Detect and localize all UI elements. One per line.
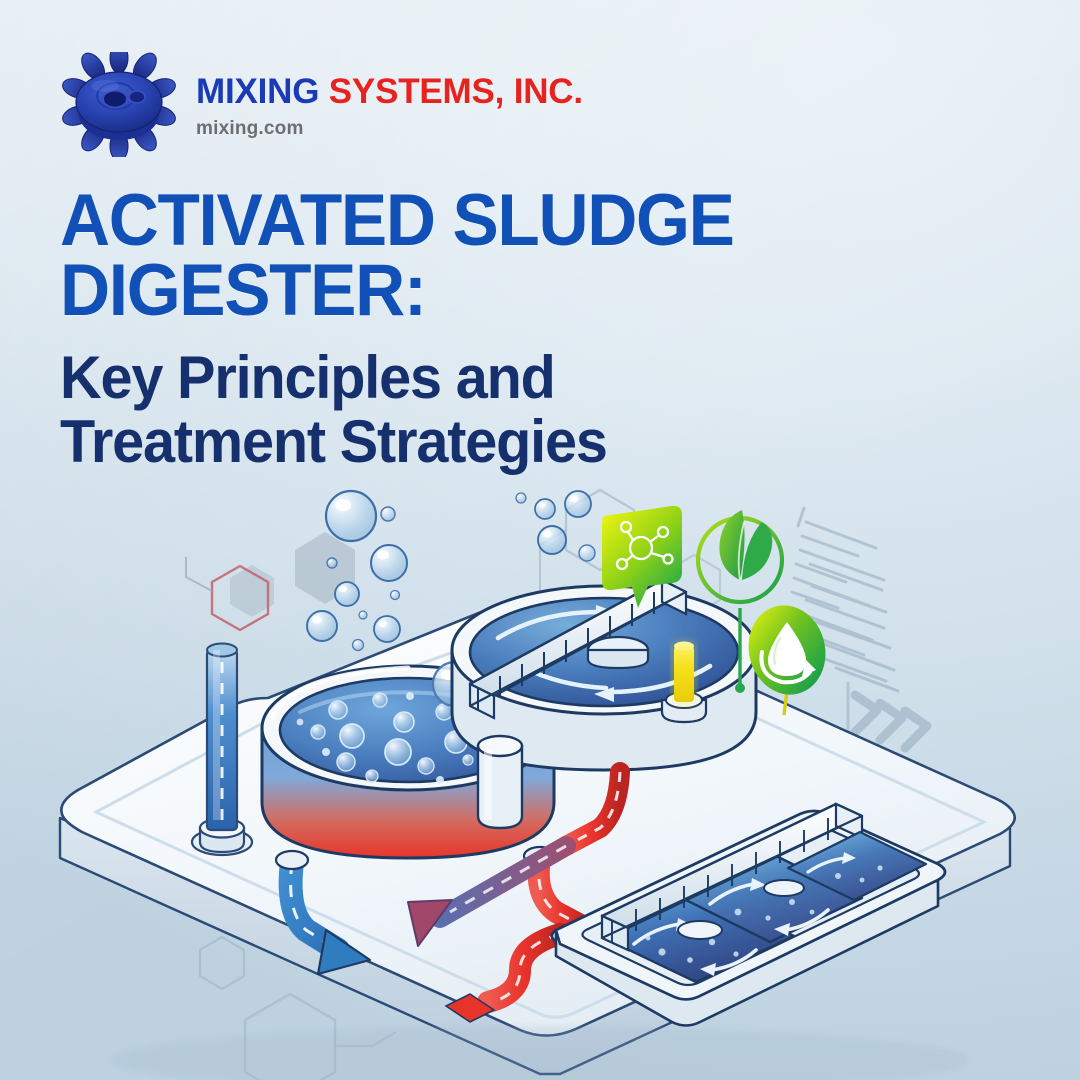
bubble xyxy=(351,638,365,652)
treatment-plant-illustration xyxy=(0,460,1080,1080)
yellow-indicator-post xyxy=(660,641,708,724)
bubble xyxy=(389,589,401,601)
platform-shadow xyxy=(110,1026,970,1080)
page-title-line1: ACTIVATED SLUDGE xyxy=(60,180,735,261)
brand-url: mixing.com xyxy=(196,117,304,139)
hexagon-red-outline-icon xyxy=(210,564,270,632)
bubble xyxy=(537,525,567,555)
floating-bubbles xyxy=(306,489,596,652)
bubble xyxy=(515,492,527,504)
bubble xyxy=(534,498,556,520)
bubble xyxy=(306,610,338,642)
bubble xyxy=(380,506,396,522)
bubble xyxy=(326,557,338,569)
basin1-flow-arrows xyxy=(632,922,758,972)
bubble xyxy=(373,615,401,643)
clarifier-bridge-walkway xyxy=(468,578,688,720)
page-title: ACTIVATED SLUDGE DIGESTER: xyxy=(60,180,944,332)
hexagon-outline-icon-3 xyxy=(198,935,246,991)
headline-block: ACTIVATED SLUDGE DIGESTER: Key Principle… xyxy=(60,180,990,473)
water-recycle-badge-icon xyxy=(748,605,826,716)
brand-name: MIXING SYSTEMS, INC. xyxy=(196,74,583,109)
page-subtitle-line2: Treatment Strategies xyxy=(60,407,608,475)
brand-logo: MIXING SYSTEMS, INC. mixing.com xyxy=(62,52,583,157)
control-cylinder xyxy=(476,734,524,830)
rear-aeration-basin xyxy=(786,830,928,902)
impeller-icon xyxy=(62,52,176,157)
page-title-line2: DIGESTER: xyxy=(60,250,427,332)
page-subtitle: Key Principles and Treatment Strategies xyxy=(60,346,953,473)
page-subtitle-line1: Key Principles and xyxy=(60,344,556,412)
brand-name-part2: SYSTEMS, INC. xyxy=(328,71,583,111)
basin-walkway-bridge xyxy=(600,802,864,952)
brand-wordmark: MIXING SYSTEMS, INC. mixing.com xyxy=(196,70,583,140)
brand-name-part1: MIXING xyxy=(196,71,329,111)
hexagon-link-line xyxy=(185,557,213,592)
effluent-arrow xyxy=(274,849,372,976)
molecule-badge-icon xyxy=(602,505,682,608)
bubble xyxy=(334,581,360,607)
document-lines-decoration xyxy=(790,506,900,693)
chevron-arrows-decoration xyxy=(850,690,932,753)
bubble xyxy=(358,610,368,620)
influent-pipe xyxy=(190,642,254,857)
basin2-flow-arrows xyxy=(708,882,830,932)
return-sludge-pipe xyxy=(407,762,630,1023)
bubble xyxy=(324,489,378,543)
bubble xyxy=(370,544,408,582)
bubble xyxy=(578,544,596,562)
leaf-eco-badge-icon xyxy=(695,510,785,693)
bubble xyxy=(564,490,592,518)
